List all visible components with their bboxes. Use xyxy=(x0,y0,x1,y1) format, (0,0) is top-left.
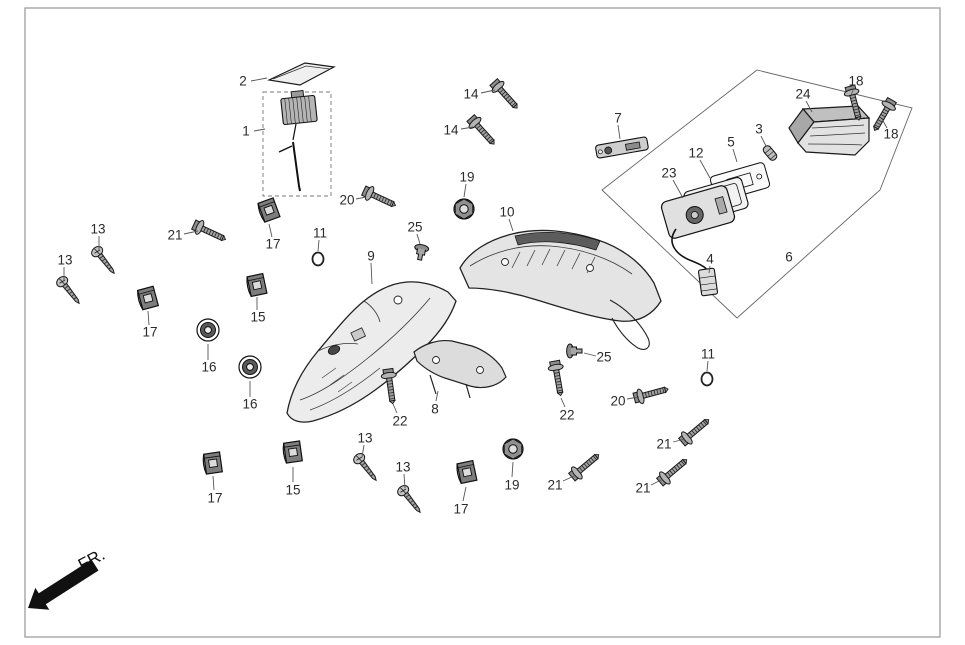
part-callout-5: 5 xyxy=(727,135,735,150)
flange-nut-19a xyxy=(453,198,475,220)
part-callout-2: 2 xyxy=(239,74,247,89)
leader-line-13 xyxy=(361,444,365,458)
leader-line-17 xyxy=(462,486,467,502)
part-callout-20: 20 xyxy=(339,193,354,208)
leader-line-25 xyxy=(416,233,421,245)
leader-line-24 xyxy=(805,100,813,113)
leader-line-17 xyxy=(212,475,215,491)
leader-line-23 xyxy=(672,179,684,199)
part-callout-1: 1 xyxy=(242,124,250,139)
part-callout-11: 11 xyxy=(701,347,715,362)
leader-line-1 xyxy=(253,128,266,132)
leader-line-19 xyxy=(463,183,467,198)
part-callout-14: 14 xyxy=(463,87,479,102)
part-callout-11: 11 xyxy=(313,226,327,241)
leader-line-7 xyxy=(617,124,621,140)
part-callout-23: 23 xyxy=(661,166,676,181)
part-callout-20: 20 xyxy=(610,394,625,409)
leader-line-11 xyxy=(706,360,709,372)
leader-line-18 xyxy=(850,87,855,96)
part-callout-25: 25 xyxy=(407,220,422,235)
part-callout-13: 13 xyxy=(57,253,72,268)
leader-line-22 xyxy=(392,403,398,414)
part-2-plate xyxy=(266,62,336,86)
leader-line-13 xyxy=(403,473,406,489)
part-callout-7: 7 xyxy=(614,111,622,126)
leader-line-21 xyxy=(562,475,575,482)
leader-line-21 xyxy=(672,438,686,443)
leader-line-20 xyxy=(626,396,640,400)
leader-line-19 xyxy=(511,461,514,478)
part-24-taillight-lens xyxy=(788,105,871,156)
diagram-border xyxy=(24,7,941,638)
leader-line-4 xyxy=(708,265,711,274)
leader-line-3 xyxy=(760,135,767,147)
part-7-bracket xyxy=(595,136,649,159)
leader-line-12 xyxy=(699,159,711,179)
part-callout-21: 21 xyxy=(635,481,650,496)
part-callout-17: 17 xyxy=(142,325,157,340)
leader-line-14 xyxy=(480,89,496,94)
u-nut-clip-15b xyxy=(281,440,303,464)
grommet-16a xyxy=(196,318,220,342)
part-1-reflector-assembly xyxy=(262,89,332,197)
leader-line-8 xyxy=(435,390,439,402)
leader-line-25 xyxy=(583,352,597,357)
part-10-upper-fender xyxy=(459,229,662,350)
part-callout-24: 24 xyxy=(795,87,811,102)
leader-line-5 xyxy=(732,148,738,163)
part-callout-17: 17 xyxy=(453,502,468,517)
part-callout-22: 22 xyxy=(392,414,407,429)
part-callout-12: 12 xyxy=(688,146,703,161)
part-callout-15: 15 xyxy=(285,483,300,498)
part-callout-16: 16 xyxy=(242,397,257,412)
part-callout-15: 15 xyxy=(250,310,265,325)
leader-line-18 xyxy=(881,118,888,129)
leader-line-9 xyxy=(370,262,373,285)
leader-line-10 xyxy=(508,218,514,232)
part-callout-22: 22 xyxy=(559,408,574,423)
leader-line-22 xyxy=(560,397,566,408)
part-23-taillight-body xyxy=(660,185,736,271)
part-callout-19: 19 xyxy=(459,170,474,185)
part-callout-18: 18 xyxy=(848,74,863,89)
part-3-bulb xyxy=(762,145,778,161)
leader-line-2 xyxy=(250,77,268,82)
part-callout-17: 17 xyxy=(207,491,222,506)
part-callout-14: 14 xyxy=(443,123,459,138)
part-callout-21: 21 xyxy=(656,437,671,452)
part-callout-9: 9 xyxy=(367,249,375,264)
leader-line-14 xyxy=(460,126,474,130)
part-callout-3: 3 xyxy=(755,122,763,137)
part-6-assembly-boundary xyxy=(601,69,913,319)
leader-line-11 xyxy=(317,239,320,252)
part-8-support-bracket xyxy=(413,339,507,399)
part-callout-6: 6 xyxy=(785,250,793,265)
part-callout-19: 19 xyxy=(504,478,519,493)
part-callout-21: 21 xyxy=(547,478,562,493)
leader-line-21 xyxy=(183,230,199,235)
flange-nut-19b xyxy=(502,438,524,460)
part-callout-13: 13 xyxy=(395,460,410,475)
part-callout-18: 18 xyxy=(883,127,898,142)
part-callout-17: 17 xyxy=(265,237,280,252)
part-4-connector xyxy=(697,267,719,297)
leader-line-17 xyxy=(147,310,150,326)
part-callout-13: 13 xyxy=(90,222,105,237)
part-callout-4: 4 xyxy=(706,252,714,267)
leader-line-20 xyxy=(355,196,367,200)
part-callout-25: 25 xyxy=(596,350,611,365)
part-callout-10: 10 xyxy=(499,205,514,220)
part-callout-21: 21 xyxy=(167,228,182,243)
part-callout-16: 16 xyxy=(201,360,216,375)
fr-direction-arrow xyxy=(28,559,99,610)
part-callout-13: 13 xyxy=(357,431,372,446)
part-callout-8: 8 xyxy=(431,402,439,417)
leader-line-21 xyxy=(650,478,664,486)
part-9-inner-fender xyxy=(286,281,457,423)
grommet-16b xyxy=(238,355,262,379)
u-nut-clip-17c xyxy=(201,451,223,475)
leader-line-17 xyxy=(268,223,273,238)
